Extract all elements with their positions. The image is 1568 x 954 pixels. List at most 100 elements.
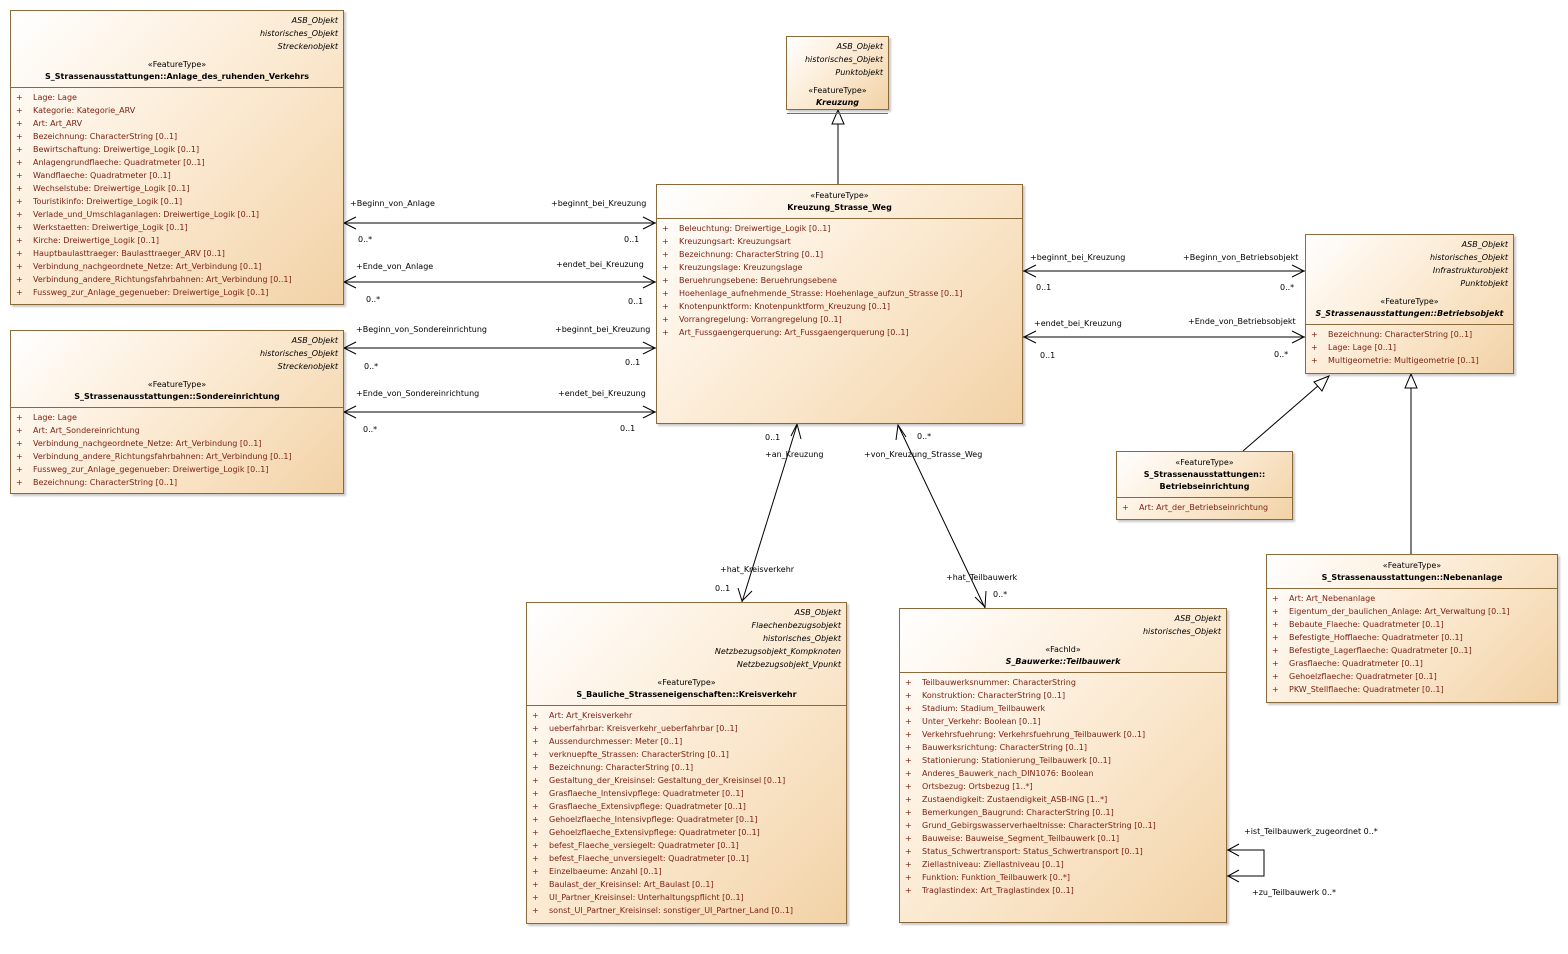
assoc-teilbauwerk-self[interactable] — [1227, 849, 1265, 877]
attribute-row[interactable]: +Bemerkungen_Baugrund: CharacterString [… — [905, 806, 1221, 819]
attribute-row[interactable]: +Wandflaeche: Quadratmeter [0..1] — [16, 169, 338, 182]
attribute-row[interactable]: +Beleuchtung: Dreiwertige_Logik [0..1] — [662, 222, 1017, 235]
attribute-row[interactable]: +Knotenpunktform: Knotenpunktform_Kreuzu… — [662, 300, 1017, 313]
attribute-row[interactable]: +Zustaendigkeit: Zustaendigkeit_ASB-ING … — [905, 793, 1221, 806]
attribute-row[interactable]: +ueberfahrbar: Kreisverkehr_ueberfahrbar… — [532, 722, 841, 735]
multiplicity: 0..1 — [1040, 351, 1056, 360]
attribute-row[interactable]: +PKW_Stellflaeche: Quadratmeter [0..1] — [1272, 683, 1552, 696]
attribute-row[interactable]: +Verlade_und_Umschlaganlagen: Dreiwertig… — [16, 208, 338, 221]
attribute-row[interactable]: +Gehoelzflaeche_Intensivpflege: Quadratm… — [532, 813, 841, 826]
attribute-row[interactable]: +Verbindung_andere_Richtungsfahrbahnen: … — [16, 273, 338, 286]
attribute-row[interactable]: +Verbindung_nachgeordnete_Netze: Art_Ver… — [16, 437, 338, 450]
attribute-row[interactable]: +Vorrangregelung: Vorrangregelung [0..1] — [662, 313, 1017, 326]
class-nebenanlage[interactable]: «FeatureType»S_Strassenausstattungen::Ne… — [1266, 554, 1558, 703]
attribute-row[interactable]: +Multigeometrie: Multigeometrie [0..1] — [1311, 354, 1508, 367]
multiplicity: 0..* — [993, 590, 1008, 599]
attribute-row[interactable]: +Kirche: Dreiwertige_Logik [0..1] — [16, 234, 338, 247]
attribute-row[interactable]: +Bezeichnung: CharacterString [0..1] — [532, 761, 841, 774]
attribute-row[interactable]: +Grasflaeche_Extensivpflege: Quadratmete… — [532, 800, 841, 813]
attribute-row[interactable]: +Verbindung_andere_Richtungsfahrbahnen: … — [16, 450, 338, 463]
attribute-row[interactable]: +Hauptbaulasttraeger: Baulasttraeger_ARV… — [16, 247, 338, 260]
attribute-row[interactable]: +Art_Fussgaengerquerung: Art_Fussgaenger… — [662, 326, 1017, 339]
attribute-row[interactable]: +Baulast_der_Kreisinsel: Art_Baulast [0.… — [532, 878, 841, 891]
attribute-row[interactable]: +Verkehrsfuehrung: Verkehrsfuehrung_Teil… — [905, 728, 1221, 741]
attribute-row[interactable]: +Anderes_Bauwerk_nach_DIN1076: Boolean — [905, 767, 1221, 780]
visibility-marker: + — [1272, 672, 1279, 681]
arrowhead — [342, 275, 357, 289]
attribute-row[interactable]: +Stationierung: Stationierung_Teilbauwer… — [905, 754, 1221, 767]
visibility-marker: + — [1122, 503, 1129, 512]
attribute-row[interactable]: +Art: Art_ARV — [16, 117, 338, 130]
attribute-row[interactable]: +Art: Art_Kreisverkehr — [532, 709, 841, 722]
attribute-row[interactable]: +Teilbauwerksnummer: CharacterString — [905, 676, 1221, 689]
attribute-row[interactable]: +befest_Flaeche_unversiegelt: Quadratmet… — [532, 852, 841, 865]
attribute-row[interactable]: +Bezeichnung: CharacterString [0..1] — [1311, 328, 1508, 341]
attribute-row[interactable]: +Grund_Gebirgswasserverhaeltnisse: Chara… — [905, 819, 1221, 832]
attribute-row[interactable]: +Gestaltung_der_Kreisinsel: Gestaltung_d… — [532, 774, 841, 787]
assoc-teilbauwerk[interactable] — [897, 424, 986, 609]
attribute-row[interactable]: +Lage: Lage — [16, 91, 338, 104]
attribute-row[interactable]: +befest_Flaeche_versiegelt: Quadratmeter… — [532, 839, 841, 852]
attribute-row[interactable]: +Verbindung_nachgeordnete_Netze: Art_Ver… — [16, 260, 338, 273]
attribute-row[interactable]: +Grasflaeche_Intensivpflege: Quadratmete… — [532, 787, 841, 800]
attribute-row[interactable]: +Art: Art_Sondereinrichtung — [16, 424, 338, 437]
generalization-betriebseinrichtung[interactable] — [1242, 384, 1320, 452]
attribute-row[interactable]: +Art: Art_Nebenanlage — [1272, 592, 1552, 605]
assoc-kreisverkehr[interactable] — [741, 424, 798, 603]
attribute-row[interactable]: +Grasflaeche: Quadratmeter [0..1] — [1272, 657, 1552, 670]
attribute-row[interactable]: +Ortsbezug: Ortsbezug [1..*] — [905, 780, 1221, 793]
attribute-row[interactable]: +Unter_Verkehr: Boolean [0..1] — [905, 715, 1221, 728]
attribute-row[interactable]: +Einzelbaeume: Anzahl [0..1] — [532, 865, 841, 878]
attribute-row[interactable]: +Eigentum_der_baulichen_Anlage: Art_Verw… — [1272, 605, 1552, 618]
attribute-row[interactable]: +Bauweise: Bauweise_Segment_Teilbauwerk … — [905, 832, 1221, 845]
attribute-row[interactable]: +Bebaute_Flaeche: Quadratmeter [0..1] — [1272, 618, 1552, 631]
attribute-row[interactable]: +Anlagengrundflaeche: Quadratmeter [0..1… — [16, 156, 338, 169]
attribute-row[interactable]: +Bezeichnung: CharacterString [0..1] — [16, 130, 338, 143]
attribute-row[interactable]: +Lage: Lage — [16, 411, 338, 424]
attribute-row[interactable]: +sonst_UI_Partner_Kreisinsel: sonstiger_… — [532, 904, 841, 917]
attribute-row[interactable]: +Bezeichnung: CharacterString [0..1] — [662, 248, 1017, 261]
attribute-row[interactable]: +Funktion: Funktion_Teilbauwerk [0..*] — [905, 871, 1221, 884]
visibility-marker: + — [16, 439, 23, 448]
attribute-row[interactable]: +Ziellastniveau: Ziellastniveau [0..1] — [905, 858, 1221, 871]
attribute-row[interactable]: +Kategorie: Kategorie_ARV — [16, 104, 338, 117]
attribute-row[interactable]: +Traglastindex: Art_Traglastindex [0..1] — [905, 884, 1221, 897]
attribute-row[interactable]: +Bewirtschaftung: Dreiwertige_Logik [0..… — [16, 143, 338, 156]
class-betriebseinrichtung[interactable]: «FeatureType»S_Strassenausstattungen:: B… — [1116, 451, 1293, 520]
attribute-row[interactable]: +Bezeichnung: CharacterString [0..1] — [16, 476, 338, 489]
attribute-row[interactable]: +Wechselstube: Dreiwertige_Logik [0..1] — [16, 182, 338, 195]
attribute-row[interactable]: +verknuepfte_Strassen: CharacterString [… — [532, 748, 841, 761]
attribute-row[interactable]: +Touristikinfo: Dreiwertige_Logik [0..1] — [16, 195, 338, 208]
attribute-row[interactable]: +Stadium: Stadium_Teilbauwerk — [905, 702, 1221, 715]
attribute-row[interactable]: +Bauwerksrichtung: CharacterString [0..1… — [905, 741, 1221, 754]
attribute-row[interactable]: +Art: Art_der_Betriebseinrichtung — [1122, 501, 1287, 514]
tagged-stereotype: Streckenobjekt — [277, 42, 338, 51]
attribute-row[interactable]: +Lage: Lage [0..1] — [1311, 341, 1508, 354]
visibility-marker: + — [16, 426, 23, 435]
attribute-row[interactable]: +Hoehenlage_aufnehmende_Strasse: Hoehenl… — [662, 287, 1017, 300]
attribute-row[interactable]: +Aussendurchmesser: Meter [0..1] — [532, 735, 841, 748]
attribute-row[interactable]: +Beruehrungsebene: Beruehrungsebene — [662, 274, 1017, 287]
attribute-row[interactable]: +Konstruktion: CharacterString [0..1] — [905, 689, 1221, 702]
attribute-row[interactable]: +Status_Schwertransport: Status_Schwertr… — [905, 845, 1221, 858]
attribute-row[interactable]: +Fussweg_zur_Anlage_gegenueber: Dreiwert… — [16, 286, 338, 299]
attribute-row[interactable]: +Kreuzungsart: Kreuzungsart — [662, 235, 1017, 248]
attribute-row[interactable]: +Gehoelzflaeche: Quadratmeter [0..1] — [1272, 670, 1552, 683]
class-kreuzung-strasse-weg[interactable]: «FeatureType»Kreuzung_Strasse_Weg+Beleuc… — [656, 184, 1023, 424]
attribute-row[interactable]: +Gehoelzflaeche_Extensivpflege: Quadratm… — [532, 826, 841, 839]
attribute-row[interactable]: +Befestigte_Hofflaeche: Quadratmeter [0.… — [1272, 631, 1552, 644]
attribute-row[interactable]: +UI_Partner_Kreisinsel: Unterhaltungspfl… — [532, 891, 841, 904]
attribute-row[interactable]: +Fussweg_zur_Anlage_gegenueber: Dreiwert… — [16, 463, 338, 476]
attribute-row[interactable]: +Kreuzungslage: Kreuzungslage — [662, 261, 1017, 274]
attribute-row[interactable]: +Werkstaetten: Dreiwertige_Logik [0..1] — [16, 221, 338, 234]
attribute-row[interactable]: +Befestigte_Lagerflaeche: Quadratmeter [… — [1272, 644, 1552, 657]
attribute-text: Wechselstube: Dreiwertige_Logik [0..1] — [33, 184, 190, 193]
